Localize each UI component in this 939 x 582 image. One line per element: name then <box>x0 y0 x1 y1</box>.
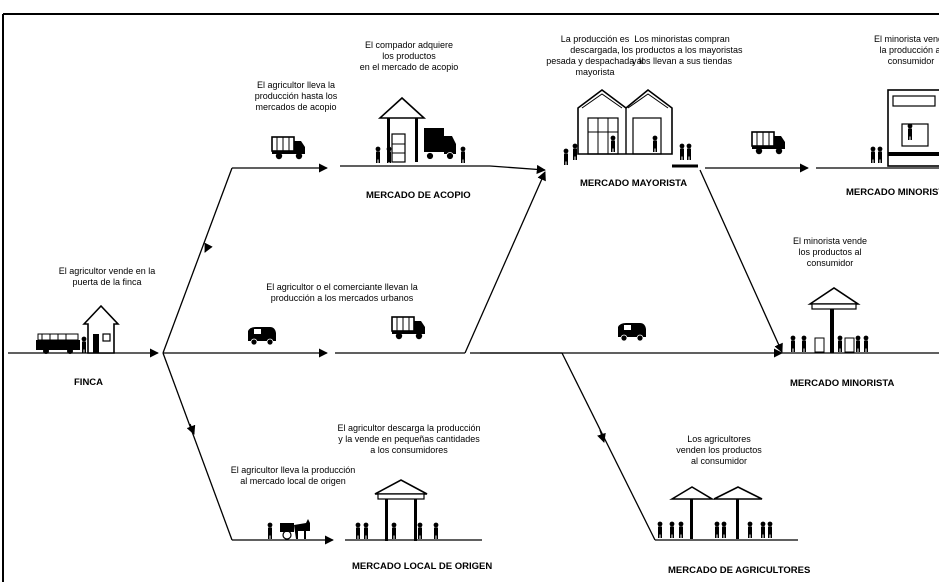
people-icon <box>714 521 720 538</box>
people-icon <box>417 522 423 539</box>
shop-icon <box>887 89 939 167</box>
van-icon <box>617 322 647 342</box>
people-icon <box>686 143 692 160</box>
caption-finca: El agricultor vende en la puerta de la f… <box>58 266 156 287</box>
people-icon <box>657 521 663 538</box>
node-finca: FINCA <box>74 377 104 388</box>
people-icon <box>678 521 684 538</box>
truck-icon <box>424 128 456 160</box>
node-minorista: MERCADO MINORISTA <box>790 378 895 389</box>
node-minorista-top: MERCADO MINORIST <box>846 187 939 198</box>
people-icon <box>837 335 843 352</box>
people-icon <box>790 335 796 352</box>
people-icon <box>355 522 361 539</box>
oxcart-icon <box>36 333 87 354</box>
caption-mayorista-2: Los minoristas compran los productos a l… <box>621 34 743 66</box>
truck-icon <box>391 316 426 341</box>
people-icon <box>563 148 569 165</box>
people-icon <box>870 146 876 163</box>
horse-cart-icon <box>267 519 310 540</box>
truck-icon <box>751 131 786 155</box>
people-icon <box>721 521 727 538</box>
route-lines <box>8 163 939 545</box>
people-icon <box>375 146 381 163</box>
people-icon <box>460 146 466 163</box>
umbrella-stall-icon <box>713 486 763 539</box>
node-mayorista: MERCADO MAYORISTA <box>580 178 688 189</box>
caption-acopio: El compador adquiere los productos en el… <box>359 40 459 72</box>
people-icon <box>863 335 869 352</box>
people-icon <box>363 522 369 539</box>
van-icon <box>247 326 277 346</box>
caption-minorista: El minorista vende los productos al cons… <box>792 236 868 268</box>
people-icon <box>855 335 861 352</box>
people-icon <box>760 521 766 538</box>
scale-icon <box>814 337 855 353</box>
people-icon <box>669 521 675 538</box>
people-icon <box>679 143 685 160</box>
people-icon <box>433 522 439 539</box>
market-stall-icon <box>807 287 861 353</box>
umbrella-stall-icon <box>669 486 715 539</box>
caption-middle-route: El agricultor o el comerciante llevan la… <box>266 282 418 303</box>
people-icon <box>391 522 397 539</box>
caption-agricultores: Los agricultores venden los productos al… <box>676 434 762 466</box>
people-icon <box>801 335 807 352</box>
people-icon <box>747 521 753 538</box>
market-stall-icon <box>377 96 427 163</box>
caption-mayorista-1: La producción es descargada, pesada y de… <box>546 34 644 77</box>
node-agricultores: MERCADO DE AGRICULTORES <box>668 565 811 576</box>
farmhouse-icon <box>82 304 120 354</box>
caption-top-route: El agricultor lleva la producción hasta … <box>254 80 338 112</box>
people-icon <box>572 143 578 160</box>
warehouse-icon <box>577 88 673 155</box>
people-icon <box>877 146 883 163</box>
node-local: MERCADO LOCAL DE ORIGEN <box>352 561 493 572</box>
caption-local: El agricultor descarga la producción y l… <box>337 423 481 455</box>
node-acopio: MERCADO DE ACOPIO <box>366 190 471 201</box>
truck-icon <box>271 136 306 160</box>
diagram-frame <box>2 13 939 582</box>
market-stall-icon <box>374 479 428 541</box>
people-icon <box>767 521 773 538</box>
caption-local-route: El agricultor lleva la producción al mer… <box>230 465 356 486</box>
caption-minorista-top: El minorista vende la producción al cons… <box>873 34 939 66</box>
